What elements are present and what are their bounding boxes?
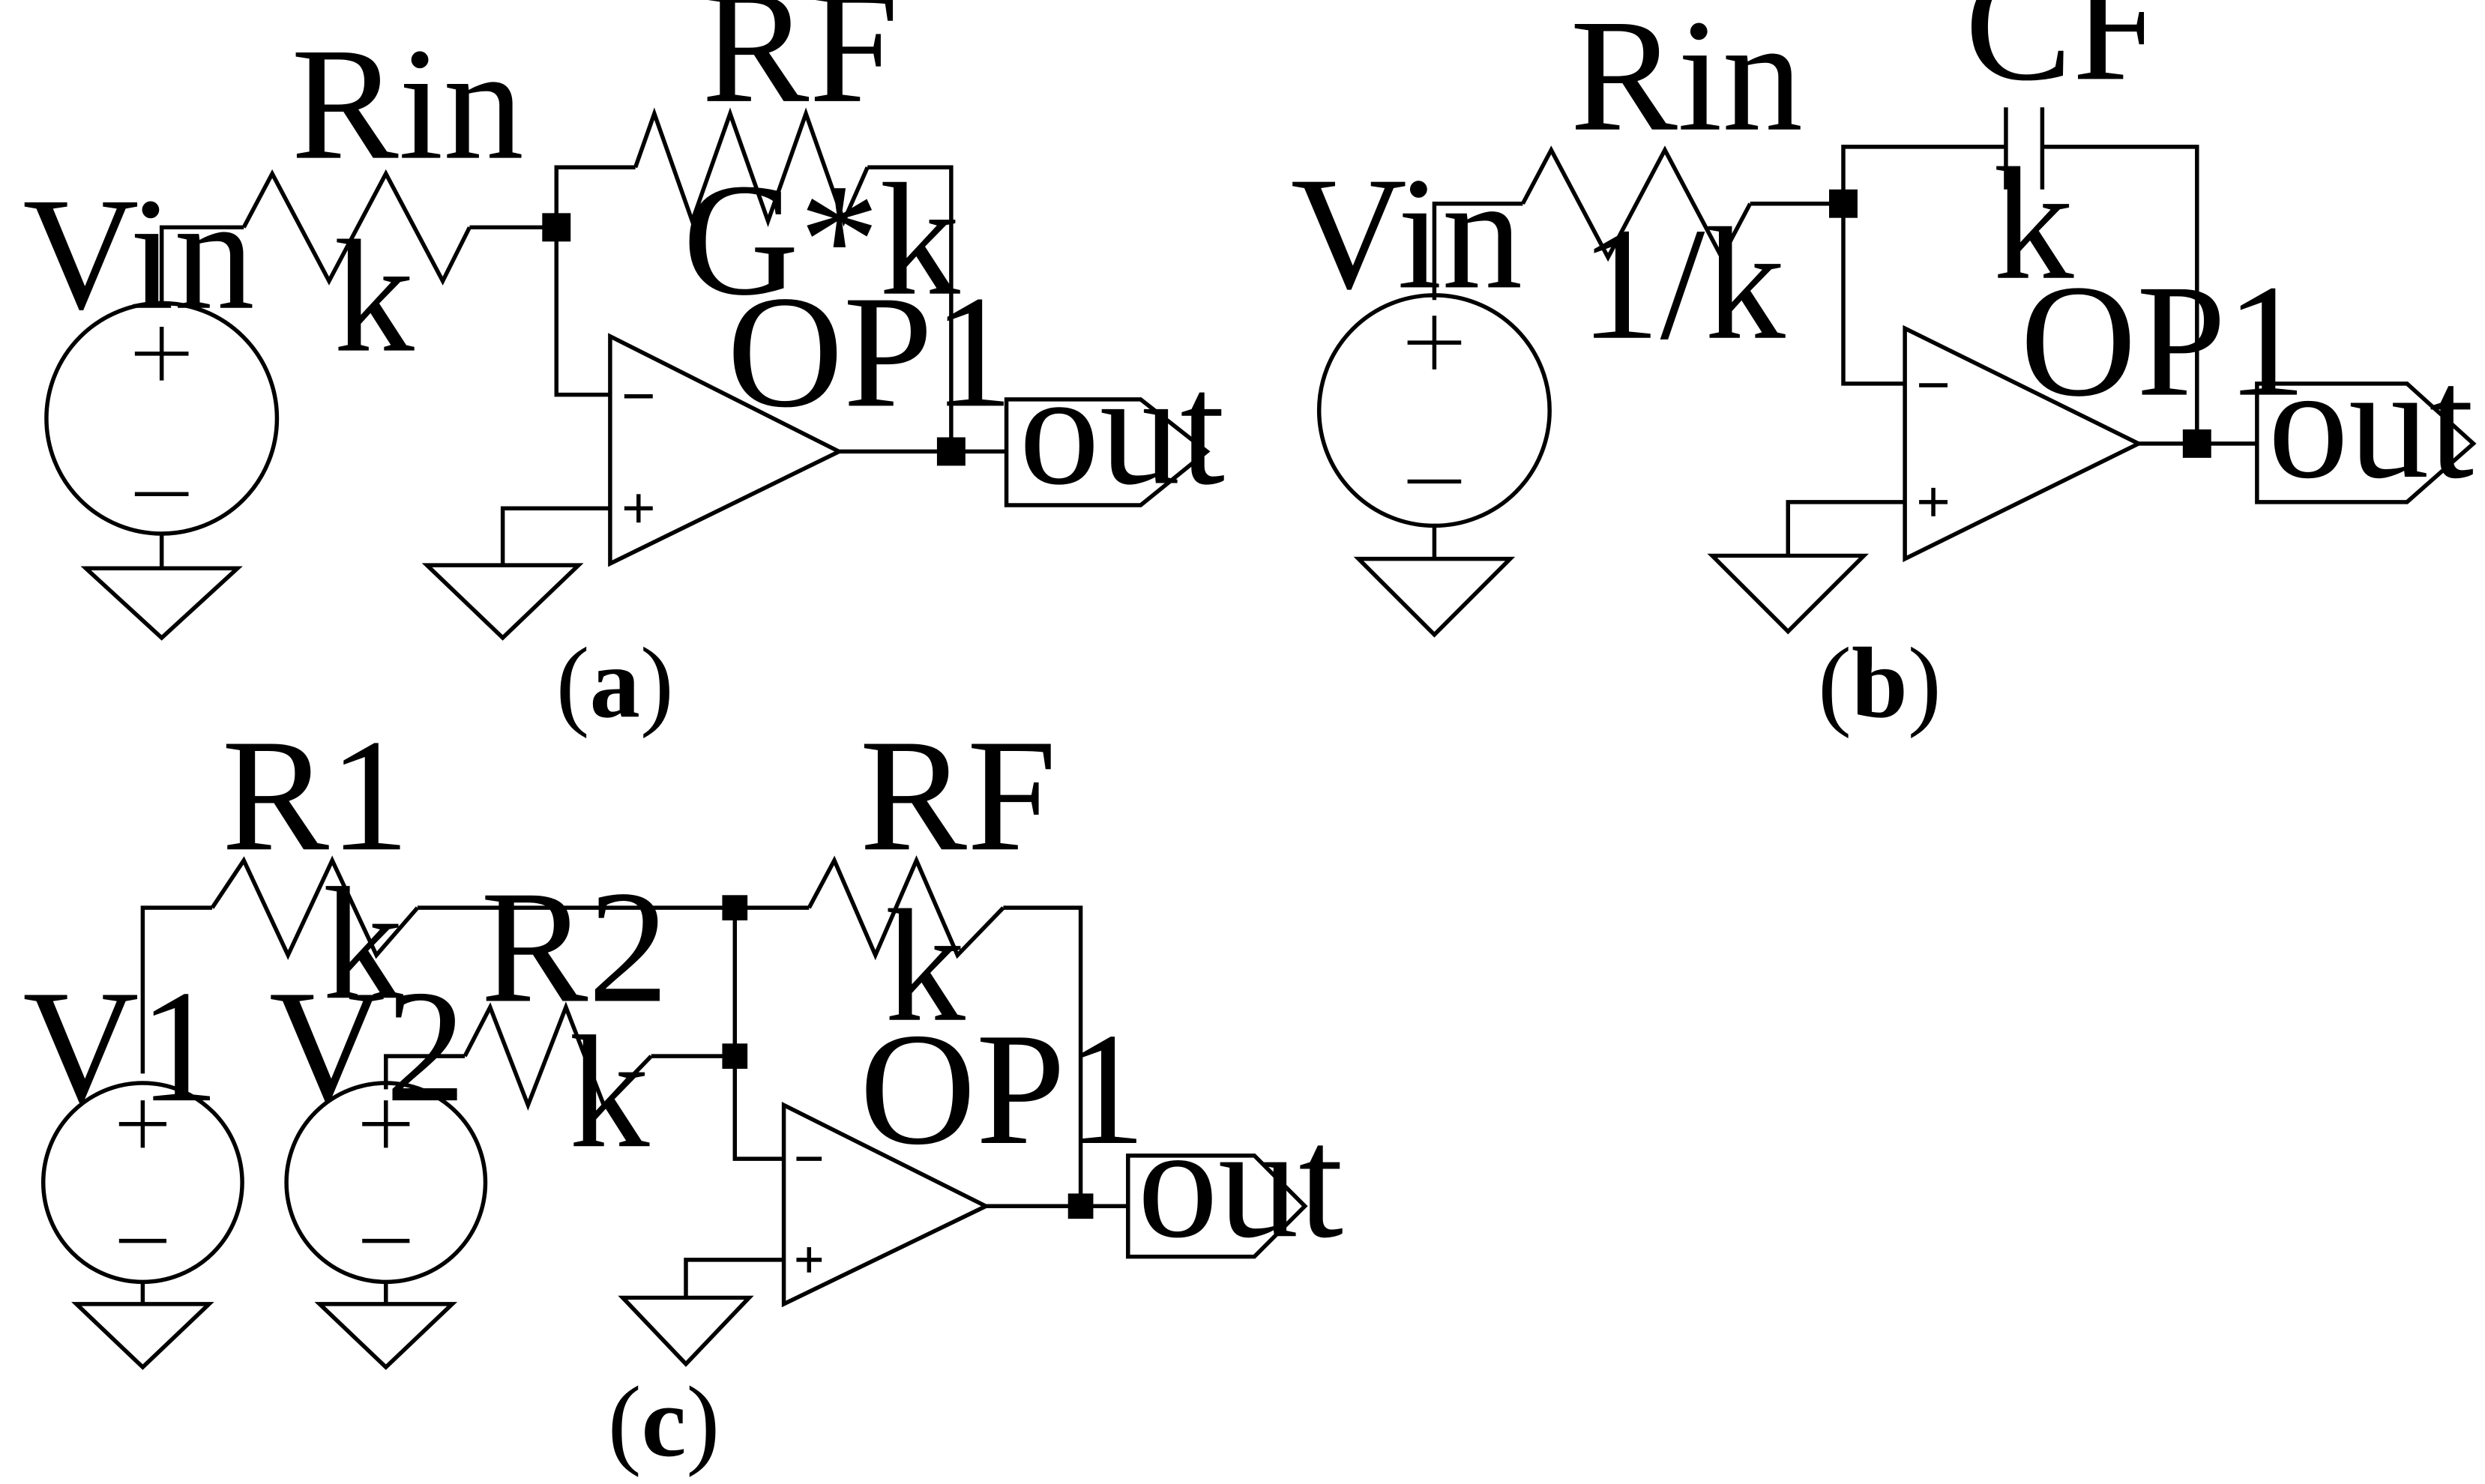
resistor-rin-b-symbol — [1520, 145, 1753, 262]
value-cf-b: k — [1993, 136, 2074, 313]
capacitor-cf-b-symbol — [2004, 107, 2045, 190]
caption-a: (a) — [556, 627, 674, 739]
junction-node-c-mid — [722, 1043, 748, 1070]
ground-v1-c — [71, 1302, 214, 1370]
label-op1-c: OP1 — [860, 1001, 1146, 1178]
junction-node-c-top — [722, 895, 748, 921]
ground-source-b — [1353, 556, 1516, 638]
caption-c: (c) — [608, 1366, 720, 1478]
label-out-c: out — [1137, 1094, 1343, 1271]
resistor-r1-c-symbol — [210, 855, 419, 960]
opamp-op1-c — [781, 1102, 991, 1308]
ground-opamp-b — [1707, 553, 1869, 635]
value-rf-c: k — [885, 878, 966, 1055]
circuit-b: Vin Rin 1/k CF k OP1 out (b) — [1291, 0, 2477, 739]
opamp-op1-b — [1903, 325, 2144, 563]
value-rin-b: 1/k — [1579, 196, 1786, 373]
voltage-source-vin-a — [44, 301, 280, 536]
resistor-rin-a-symbol — [241, 169, 472, 286]
output-port-b — [2255, 381, 2477, 504]
label-v1-c: V1 — [22, 958, 220, 1135]
opamp-op1-a — [608, 333, 844, 567]
label-vin-b: Vin — [1291, 145, 1522, 322]
resistor-rf-c-symbol — [807, 855, 1005, 961]
label-cf-b: CF — [1965, 0, 2162, 114]
output-port-c — [1126, 1153, 1308, 1259]
junction-node-b-in — [1829, 189, 1858, 218]
ground-opamp-a — [421, 563, 584, 641]
junction-node-b-out — [2182, 429, 2211, 458]
circuit-c-wires — [140, 905, 1128, 1304]
caption-b: (b) — [1818, 627, 1942, 739]
ground-v2-c — [314, 1302, 458, 1370]
label-out-a: out — [1019, 341, 1225, 519]
ground-opamp-c — [618, 1295, 754, 1367]
label-vin-a: Vin — [22, 166, 254, 343]
junction-node-a-in — [542, 213, 571, 242]
voltage-source-v1-c — [40, 1081, 244, 1285]
label-r1-c: R1 — [222, 707, 410, 884]
circuit-a-wires — [159, 165, 1007, 569]
voltage-source-v2-c — [284, 1081, 488, 1285]
circuit-c: V1 V2 R1 k R2 k RF k OP1 out (c) — [22, 707, 1343, 1478]
label-rin-b: Rin — [1570, 0, 1803, 165]
label-op1-b: OP1 — [2020, 253, 2307, 430]
voltage-source-vin-b — [1316, 293, 1552, 528]
label-rf-a: RF — [702, 0, 899, 136]
label-op1-a: OP1 — [727, 263, 1013, 441]
resistor-rf-a-symbol — [633, 107, 870, 228]
junction-node-c-out — [1067, 1193, 1094, 1219]
resistor-r2-c-symbol — [463, 1001, 653, 1112]
label-rf-c: RF — [860, 707, 1057, 884]
value-r2-c: k — [569, 1004, 650, 1181]
circuit-a: Vin Rin k RF G*k OP1 out (a) — [22, 0, 1225, 739]
value-rf-a: G*k — [683, 151, 961, 329]
junction-node-a-out — [936, 437, 966, 466]
value-r1-c: k — [323, 855, 404, 1033]
label-v2-c: V2 — [269, 958, 466, 1135]
output-port-a — [1004, 397, 1211, 507]
label-r2-c: R2 — [481, 858, 669, 1036]
label-rin-a: Rin — [291, 16, 523, 193]
ground-source-a — [80, 566, 243, 641]
label-out-b: out — [2268, 334, 2475, 512]
value-rin-a: k — [334, 208, 415, 386]
